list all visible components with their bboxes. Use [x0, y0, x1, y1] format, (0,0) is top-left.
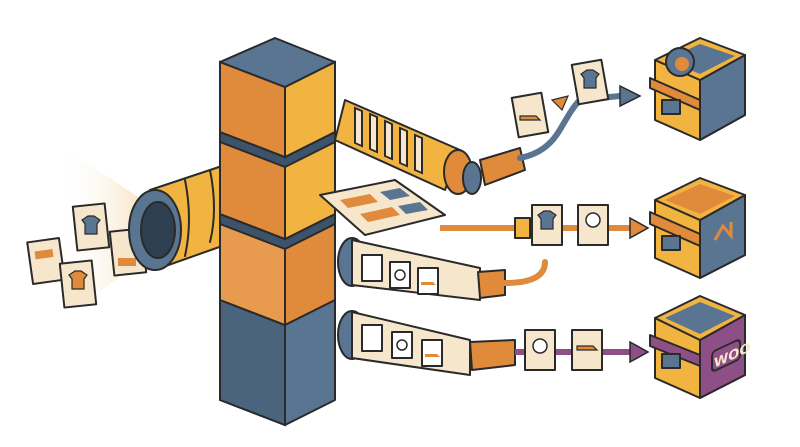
tshirt-icon [68, 270, 88, 290]
product-card-tshirt [570, 58, 610, 106]
watch-icon [396, 339, 408, 351]
magento-icon [713, 222, 733, 241]
shoe-icon [425, 354, 440, 357]
product-card-watch [524, 329, 556, 371]
input-pipe [128, 164, 226, 271]
conveyor-belt-bottom [337, 310, 516, 376]
product-card-shoe [510, 91, 550, 139]
tshirt-icon [580, 69, 600, 89]
product-card-shoe [571, 329, 603, 371]
arrow-head-icon [629, 216, 650, 240]
roller-conveyor [334, 99, 526, 195]
tshirt-icon [537, 210, 557, 230]
input-product-cards [26, 202, 148, 309]
watch-icon [585, 212, 601, 228]
product-sheet [319, 179, 446, 236]
shoe-icon [519, 115, 542, 121]
product-card-tshirt [531, 204, 563, 246]
store-middle [649, 177, 746, 279]
watch-icon [394, 269, 406, 281]
arrow-head-icon [629, 340, 650, 364]
processing-tower [219, 37, 336, 427]
store-bottom: WOO [649, 295, 750, 399]
tshirt-icon [81, 215, 101, 235]
conveyor-belt-middle [337, 237, 548, 301]
shoe-icon [421, 282, 436, 285]
watch-icon [532, 338, 548, 354]
product-card-watch [577, 204, 609, 246]
store-top [649, 37, 746, 141]
arrow-head-icon [619, 84, 642, 108]
shoe-icon [576, 345, 599, 351]
